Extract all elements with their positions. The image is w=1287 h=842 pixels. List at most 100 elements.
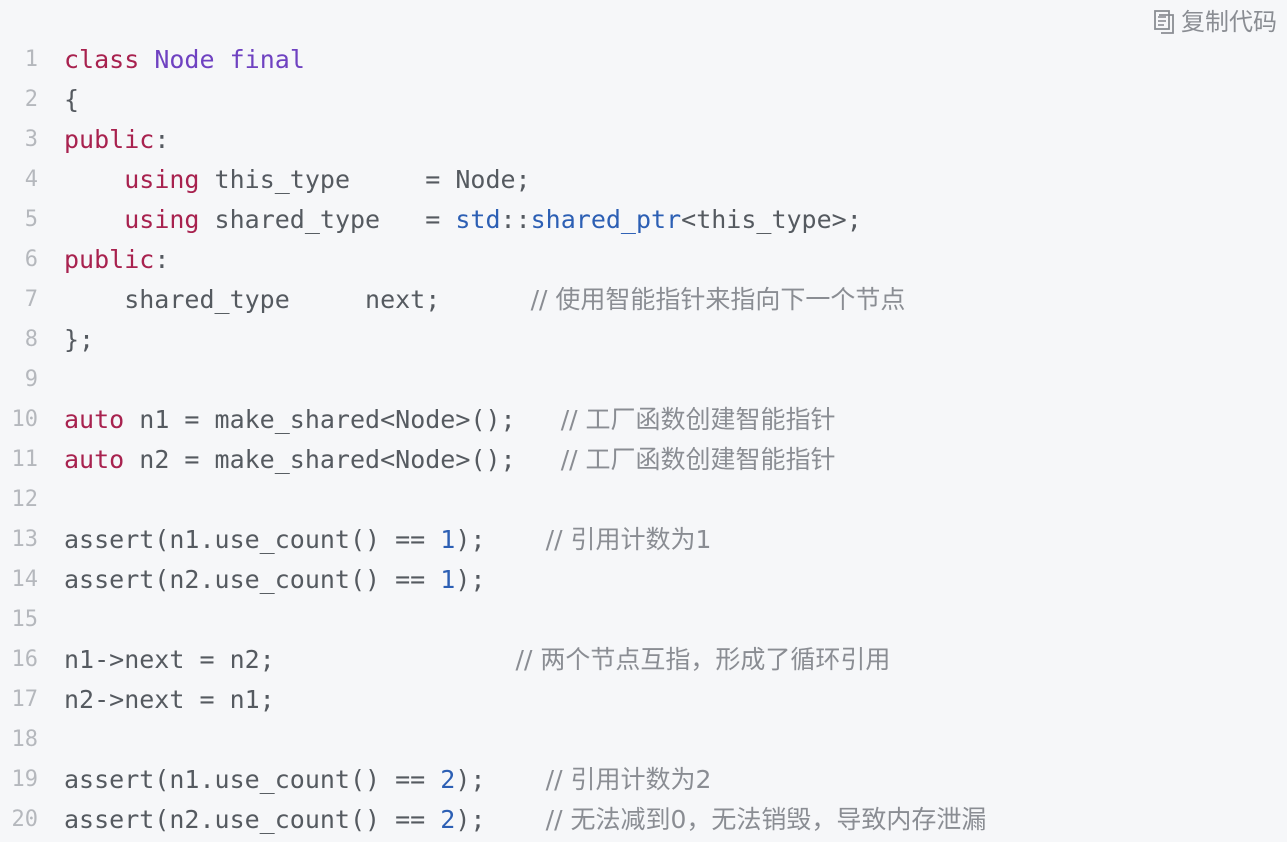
code-line: 14 assert(n2.use_count() == 1); [0, 560, 1287, 600]
code-token: assert(n2.use_count() == [64, 805, 441, 834]
code-token: ); [455, 525, 546, 554]
copy-code-label: 复制代码 [1181, 8, 1277, 36]
code-token: : [154, 245, 170, 274]
line-number: 10 [11, 407, 39, 432]
line-number: 11 [11, 447, 39, 472]
code-token: <this_type>; [681, 205, 862, 234]
code-line: 3 public: [0, 120, 1287, 160]
code-line: 10 auto n1 = make_shared<Node>(); // 工厂函数… [0, 400, 1287, 440]
code-comment: // 无法减到0，无法销毁，导致内存泄漏 [545, 805, 987, 834]
code-token: using [124, 165, 200, 194]
line-number: 4 [24, 167, 38, 192]
code-line: 9 [0, 360, 1287, 400]
line-code: auto n2 = make_shared<Node>(); // 工厂函数创建… [64, 440, 836, 480]
code-token: : [154, 125, 170, 154]
code-comment: // 引用计数为1 [545, 525, 712, 554]
code-token: n1 = make_shared<Node>(); [124, 405, 561, 434]
code-token: assert(n1.use_count() == [64, 765, 441, 794]
code-token: shared_type next; [64, 285, 531, 314]
code-token: std [455, 205, 501, 234]
code-token [64, 205, 124, 234]
code-token: 2 [440, 805, 456, 834]
code-token: }; [64, 325, 95, 354]
line-number: 1 [24, 47, 38, 72]
line-code: n2->next = n1; [64, 680, 275, 720]
line-code: assert(n1.use_count() == 2); // 引用计数为2 [64, 760, 711, 800]
code-line: 1 class Node final [0, 40, 1287, 80]
code-token: n2->next = n1; [64, 685, 275, 714]
line-number: 20 [11, 807, 39, 832]
line-code: class Node final [64, 40, 305, 80]
line-number: 18 [11, 727, 39, 752]
line-number: 13 [11, 527, 39, 552]
code-line: 19 assert(n1.use_count() == 2); // 引用计数为2 [0, 760, 1287, 800]
line-code: { [64, 80, 79, 120]
code-token: ); [455, 765, 546, 794]
line-number: 19 [11, 767, 39, 792]
code-line: 18 [0, 720, 1287, 760]
code-line: 11 auto n2 = make_shared<Node>(); // 工厂函数… [0, 440, 1287, 480]
code-token [215, 45, 230, 74]
line-number: 9 [24, 367, 38, 392]
code-line: 12 [0, 480, 1287, 520]
code-token: 1 [440, 525, 456, 554]
code-token: using [124, 205, 200, 234]
code-line: 2{ [0, 80, 1287, 120]
code-line: 15 [0, 600, 1287, 640]
line-number: 16 [11, 647, 39, 672]
code-line: 7 shared_type next; // 使用智能指针来指向下一个节点 [0, 280, 1287, 320]
line-code: }; [64, 320, 94, 360]
code-token: assert(n2.use_count() == [64, 565, 441, 594]
line-code: assert(n2.use_count() == 2); // 无法减到0，无法… [64, 800, 986, 840]
code-comment: // 引用计数为2 [545, 765, 712, 794]
line-code: assert(n2.use_count() == 1); [64, 560, 485, 600]
code-token: class [64, 45, 140, 74]
code-token: 1 [440, 565, 456, 594]
copy-document-icon [1153, 9, 1175, 35]
code-token: final [229, 45, 305, 74]
code-line: 13 assert(n1.use_count() == 1); // 引用计数为1 [0, 520, 1287, 560]
line-number: 14 [11, 567, 39, 592]
code-token: shared_type = [199, 205, 456, 234]
code-line: 5 using shared_type = std::shared_ptr<th… [0, 200, 1287, 240]
code-token: this_type = Node; [199, 165, 531, 194]
code-line: 20 assert(n2.use_count() == 2); // 无法减到0，… [0, 800, 1287, 840]
code-token: :: [500, 205, 531, 234]
code-token: assert(n1.use_count() == [64, 525, 441, 554]
code-line: 8}; [0, 320, 1287, 360]
line-number: 7 [24, 287, 38, 312]
line-number: 15 [11, 607, 39, 632]
code-token: auto [64, 445, 125, 474]
code-comment: // 两个节点互指，形成了循环引用 [515, 645, 891, 674]
line-number: 5 [24, 207, 38, 232]
line-number: 17 [11, 687, 39, 712]
code-comment: // 使用智能指针来指向下一个节点 [530, 285, 906, 314]
copy-code-button[interactable]: 复制代码 [1153, 4, 1277, 40]
line-number: 3 [24, 127, 38, 152]
line-number: 2 [24, 87, 38, 112]
code-line: 16 n1->next = n2; // 两个节点互指，形成了循环引用 [0, 640, 1287, 680]
code-token [139, 45, 154, 74]
code-comment: // 工厂函数创建智能指针 [560, 405, 836, 434]
code-token: n1->next = n2; [64, 645, 516, 674]
code-token: Node [154, 45, 215, 74]
line-code: n1->next = n2; // 两个节点互指，形成了循环引用 [64, 640, 890, 680]
code-token: { [64, 85, 80, 114]
code-token: shared_ptr [530, 205, 682, 234]
code-token: auto [64, 405, 125, 434]
code-token: ); [455, 565, 486, 594]
code-token: ); [455, 805, 546, 834]
code-line: 4 using this_type = Node; [0, 160, 1287, 200]
code-token: 2 [440, 765, 456, 794]
line-code: using this_type = Node; [64, 160, 531, 200]
line-number: 6 [24, 247, 38, 272]
line-code: shared_type next; // 使用智能指针来指向下一个节点 [64, 280, 905, 320]
line-code: auto n1 = make_shared<Node>(); // 工厂函数创建… [64, 400, 836, 440]
code-comment: // 工厂函数创建智能指针 [560, 445, 836, 474]
line-code: public: [64, 120, 169, 160]
line-code: assert(n1.use_count() == 1); // 引用计数为1 [64, 520, 711, 560]
code-token: n2 = make_shared<Node>(); [124, 445, 561, 474]
